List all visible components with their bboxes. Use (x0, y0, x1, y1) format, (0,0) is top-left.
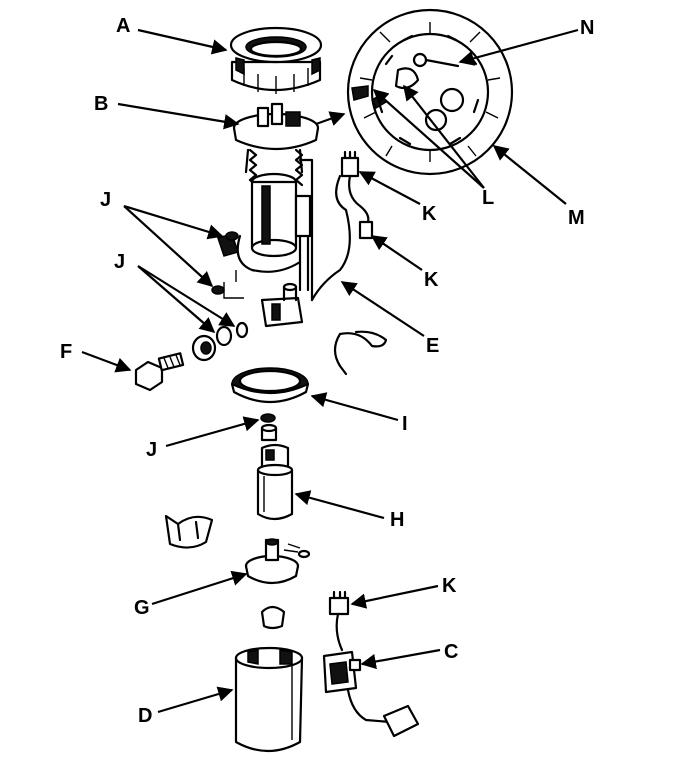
label-f: F (60, 341, 72, 363)
part-g-filter-cap (244, 538, 311, 585)
label-j-2: J (114, 251, 125, 273)
label-d: D (138, 705, 152, 727)
label-k-1: K (422, 203, 437, 225)
part-k-lower-connector (328, 590, 350, 652)
label-j-1: J (100, 189, 111, 211)
pump-module-body (217, 148, 314, 328)
leader-lines (81, 28, 579, 714)
part-b-pump-cover (232, 102, 320, 174)
part-i-gasket (230, 367, 310, 403)
part-a-lock-ring (229, 26, 323, 94)
part-c-fuel-sender (322, 650, 420, 738)
label-h: H (390, 509, 404, 531)
label-l: L (482, 187, 494, 209)
part-f-bolt (134, 334, 217, 392)
label-b: B (94, 93, 108, 115)
label-a: A (116, 15, 130, 37)
label-i: I (402, 413, 408, 435)
label-g: G (134, 597, 150, 619)
fuel-pump-fitting (260, 423, 278, 442)
pump-retainer-bracket (164, 514, 214, 549)
label-j-3: J (146, 439, 157, 461)
strainer-fitting (260, 605, 286, 630)
part-k-upper-connectors (310, 150, 374, 302)
part-d-filter-housing (234, 646, 304, 752)
label-e: E (426, 335, 439, 357)
label-k-3: K (442, 575, 457, 597)
label-c: C (444, 641, 458, 663)
part-h-fuel-pump (256, 443, 294, 521)
part-labels: A B N M L K K E J J F I J H G K C D (60, 15, 594, 727)
label-k-2: K (424, 269, 439, 291)
part-j-o-rings (211, 231, 276, 423)
detail-view-circle (346, 8, 514, 176)
label-m: M (568, 207, 585, 229)
label-n: N (580, 17, 594, 39)
retaining-clip (333, 330, 388, 376)
